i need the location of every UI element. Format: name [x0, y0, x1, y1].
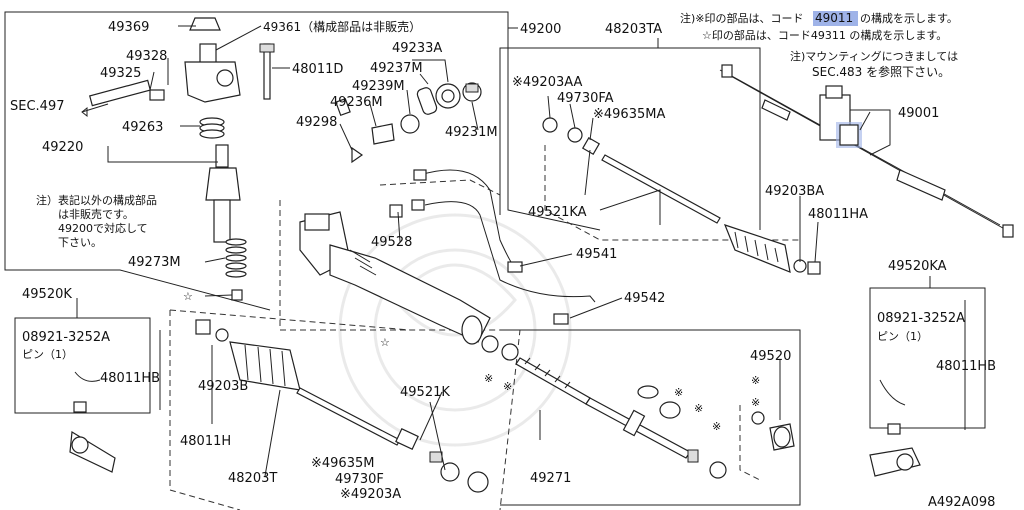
label-48011HA: 48011HA [808, 207, 868, 222]
inner-rack-parts [481, 335, 795, 479]
rack-housing [299, 211, 491, 345]
kome-marker: ※ [751, 396, 760, 409]
label-pin-code-left: 08921-3252A [22, 330, 110, 345]
note-left2: は非販売です。 [58, 208, 134, 221]
label-49263: 49263 [122, 120, 163, 135]
hydraulic-pipes [389, 169, 596, 325]
note-line1: 注)※印の部品は、コード [680, 11, 804, 25]
label-49328: 49328 [126, 49, 167, 64]
label-49203A: ※49203A [340, 487, 401, 502]
label-49233A: 49233A [392, 41, 442, 56]
label-pin-code-right: 08921-3252A [877, 311, 965, 326]
note-left1: 注）表記以外の構成部品 [36, 193, 157, 207]
diagram-code: A492A098 [928, 495, 995, 510]
left-tie-rod-end [14, 317, 151, 473]
label-49203AA: ※49203AA [512, 75, 583, 90]
label-49237M: 49237M [370, 61, 423, 76]
note-left3: 49200で対応して [58, 221, 148, 235]
label-49236M: 49236M [330, 95, 383, 110]
label-49635MA: ※49635MA [593, 107, 665, 122]
label-48011HB-right: 48011HB [936, 359, 996, 374]
label-49521K: 49521K [400, 385, 450, 400]
label-49239M: 49239M [352, 79, 405, 94]
gear-assembly-overview [719, 64, 1014, 238]
label-49542: 49542 [624, 291, 665, 306]
label-49369: 49369 [108, 20, 149, 35]
label-sec497: SEC.497 [10, 99, 65, 114]
label-49730FA: 49730FA [557, 91, 614, 106]
label-48203T: 48203T [228, 471, 277, 486]
note-line1-post: の構成を示します。 [860, 12, 958, 25]
note-mount2: SEC.483 を参照下さい。 [812, 64, 950, 79]
label-48011HB-left: 48011HB [100, 371, 160, 386]
kome-marker: ※ [712, 420, 721, 433]
label-49203B: 49203B [198, 379, 248, 394]
label-49271: 49271 [530, 471, 571, 486]
label-49298: 49298 [296, 115, 337, 130]
label-49325: 49325 [100, 66, 141, 81]
label-49220: 49220 [42, 140, 83, 155]
label-49635M: ※49635M [311, 456, 374, 471]
symbol-markers: ☆ ☆ ※ ※ ※ ※ ※ ※ ※ [183, 290, 760, 433]
label-49520KA: 49520KA [888, 259, 947, 274]
star-marker: ☆ [183, 290, 193, 303]
left-tie-rod [195, 319, 489, 493]
label-48011D: 48011D [292, 62, 343, 77]
kome-marker: ※ [484, 372, 493, 385]
label-48203TA: 48203TA [605, 22, 662, 37]
label-49203BA: 49203BA [765, 184, 824, 199]
notes: 注)※印の部品は、コード 49011 の構成を示します。 ☆印の部品は、コード4… [36, 11, 958, 249]
right-tie-rod-end [869, 287, 986, 477]
note-line2: ☆印の部品は、コード49311 の構成を示します。 [702, 28, 947, 42]
star-marker: ☆ [380, 336, 390, 349]
label-49528: 49528 [371, 235, 412, 250]
leader-lines [76, 25, 966, 477]
right-tie-rod [542, 117, 821, 275]
label-49361: 49361（構成部品は非販売） [263, 19, 421, 34]
note-mount1: 注)マウンティングにつきましては [790, 49, 958, 63]
kome-marker: ※ [751, 374, 760, 387]
label-49001: 49001 [898, 106, 939, 121]
label-49520: 49520 [750, 349, 791, 364]
part-labels: 49369 49361（構成部品は非販売） 49328 49325 48011D… [10, 19, 996, 510]
label-48011H: 48011H [180, 434, 231, 449]
label-49521KA: 49521KA [528, 205, 587, 220]
kome-marker: ※ [694, 402, 703, 415]
label-49231M: 49231M [445, 125, 498, 140]
label-49541: 49541 [576, 247, 617, 262]
label-pin-right: ピン（1） [877, 330, 928, 343]
note-left4: 下さい。 [58, 236, 102, 249]
kome-marker: ※ [503, 380, 512, 393]
label-49730F: 49730F [335, 472, 384, 487]
label-pin-left: ピン（1） [22, 348, 73, 361]
label-49520K: 49520K [22, 287, 72, 302]
label-49273M: 49273M [128, 255, 181, 270]
note-line1-highlight: 49011 [815, 11, 853, 25]
note-line1-pre: 注)※印の部品は、コード [680, 11, 804, 25]
label-49200: 49200 [520, 22, 561, 37]
kome-marker: ※ [674, 386, 683, 399]
valve-housing-assembly [81, 17, 482, 301]
